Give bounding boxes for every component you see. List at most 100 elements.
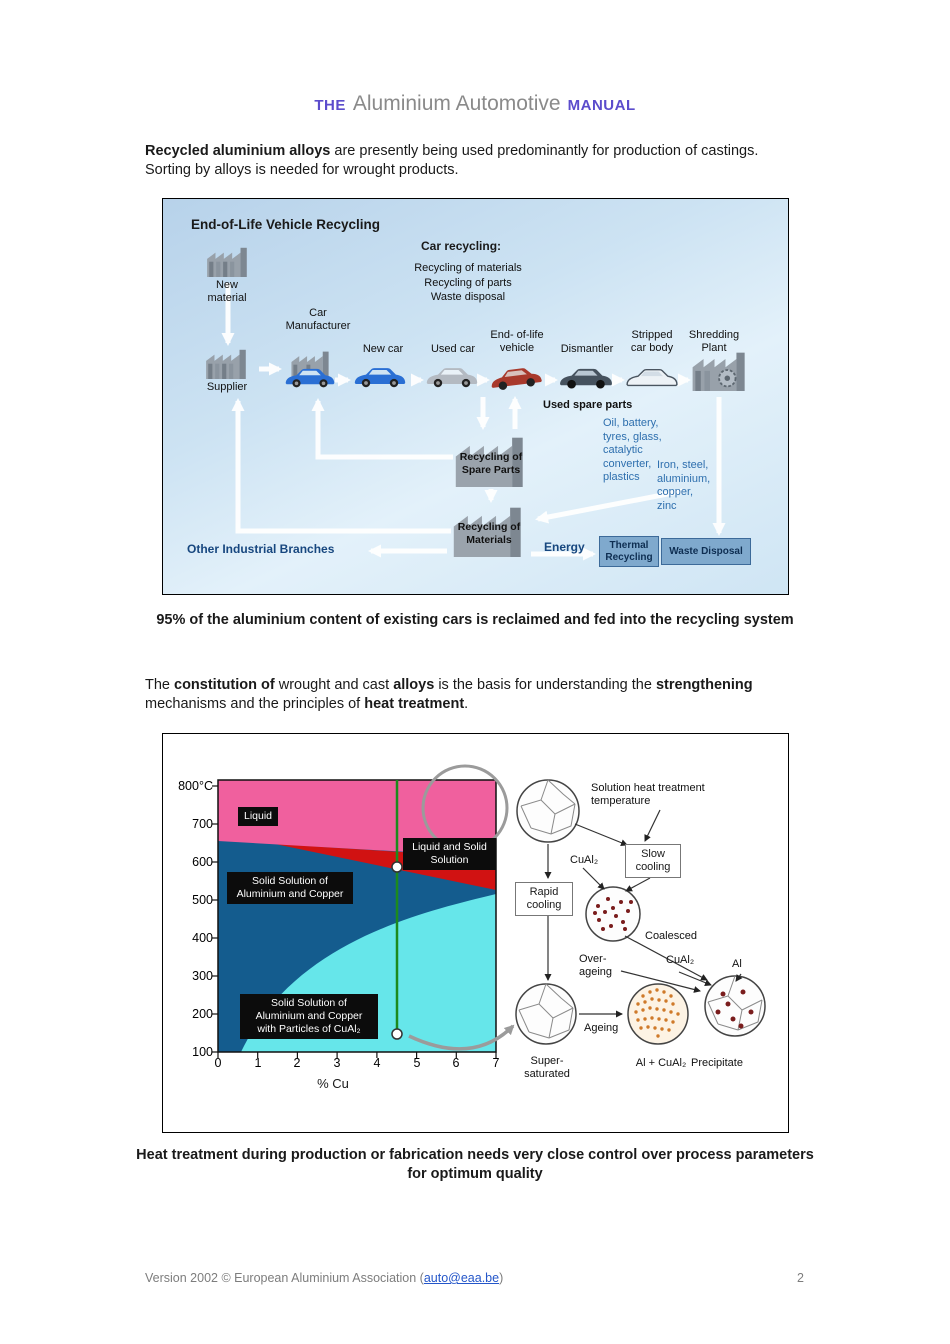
stripped-car-body-label: Stripped car body [630,329,674,355]
new-car-label: New car [362,343,404,355]
x-tick-label: 3 [333,1056,341,1070]
figure-phase-diagram: 800°C 700 600 500 400 300 200 100 0 1 2 … [162,733,789,1133]
manufactured-car-icon [283,365,337,389]
microstructure-coalesced-particles-icon [585,886,641,942]
used-car-icon [424,364,480,389]
figure2-caption: Heat treatment during production or fabr… [136,1147,814,1182]
x-tick-label: 5 [413,1056,421,1070]
dismantler-label: Dismantler [560,343,614,355]
new-material-factory-icon [197,245,259,277]
x-tick-label: 6 [452,1056,460,1070]
shredder-outputs-label: Iron, steel, aluminium, copper, zinc [657,459,711,512]
process-arrows [544,809,743,1018]
paragraph-text: . [464,696,469,713]
microstructure-aged-icon [627,983,689,1045]
low-temp-point-marker [391,1028,403,1040]
cual2-label-upper: CuAl₂ [570,854,599,866]
paragraph-text: is the basis for understanding the [434,677,656,693]
new-material-label: New material [207,279,247,305]
paragraph-bold-text: heat treatment [364,696,465,713]
y-tick-label: 500 [192,893,213,907]
car-recycling-item: Recycling of materials [414,262,522,274]
end-of-life-vehicle-icon [487,362,546,394]
recycling-spare-parts-factory-icon [453,433,529,487]
thermal-recycling-box: Thermal Recycling [599,536,659,567]
microstructure-overaged-icon [704,975,766,1037]
constitution-paragraph: The constitution of wrought and cast all… [145,676,760,714]
dismantler-car-icon [557,365,615,390]
figure1-title: End-of-Life Vehicle Recycling [191,217,381,232]
cual2-label-lower: CuAl₂ [666,954,695,966]
coalesced-label: Coalesced [645,930,697,942]
y-tick-label: 700 [192,817,213,831]
car-recycling-item: Waste disposal [430,291,506,303]
x-axis-label: % Cu [317,1076,349,1091]
gray-curved-arrow [408,1024,515,1051]
car-recycling-heading: Car recycling: [421,239,502,253]
x-tick-label: 0 [214,1056,222,1070]
slow-cooling-box: Slow cooling [625,844,681,878]
title-the: THE [314,97,346,114]
footer-email-link[interactable]: auto@eaa.be [423,1271,500,1285]
y-tick-label: 800°C [178,779,213,793]
solution-heat-treatment-label: Solution heat treatment temperature [591,782,705,808]
supplier-factory-icon [197,347,257,379]
microstructure-solution-treated-icon [516,779,580,843]
y-tick-label: 200 [192,1007,213,1021]
region-label-solid-solution-particles: Solid Solution of Aluminium and Copper w… [240,994,378,1040]
x-tick-label: 1 [254,1056,262,1070]
y-tick-label: 400 [192,931,213,945]
footer-text: ) [499,1271,504,1285]
over-ageing-label: Over- ageing [579,953,613,979]
microstructure-supersaturated-icon [515,983,577,1045]
paragraph-bold-text: constitution of [174,677,275,693]
region-label-liquid: Liquid [238,807,279,827]
region-liquid [218,780,496,857]
rapid-cooling-box: Rapid cooling [515,882,573,916]
super-saturated-label: Super- saturated [524,1055,570,1081]
recycling-spare-parts-label: Recycling of Spare Parts [459,451,523,476]
shredding-plant-label: Shredding Plant [688,329,740,355]
supplier-label: Supplier [206,381,248,393]
al-label: Al [732,958,742,970]
other-industrial-branches-label: Other Industrial Branches [187,542,335,556]
paragraph-bold-text: alloys [393,677,435,693]
title-manual: MANUAL [567,97,636,114]
car-manufacturer-label: Car Manufacturer [285,307,351,333]
waste-disposal-box: Waste Disposal [661,538,751,565]
used-spare-parts-label: Used spare parts [543,399,633,411]
al-cual2-label: Al + CuAl₂ [635,1057,687,1069]
page-number: 2 [797,1271,804,1285]
car-recycling-list: Recycling of materials Recycling of part… [393,261,543,305]
energy-label: Energy [544,540,585,554]
region-label-solid-solution: Solid Solution of Aluminium and Copper [227,872,353,905]
flow-arrows [221,283,726,561]
used-car-label: Used car [430,343,476,355]
paragraph-text: mechanisms and the principles of [145,696,365,713]
solidus-point-marker [391,861,403,873]
x-tick-label: 4 [373,1056,381,1070]
paragraph-text: wrought and cast [274,677,394,693]
precipitate-label: Precipitate [691,1057,743,1069]
paragraph-bold-text: Recycled aluminium alloys [145,143,331,159]
ageing-label: Ageing [584,1022,619,1034]
figure1-caption: 95% of the aluminium content of existing… [156,612,794,628]
stripped-car-body-icon [624,366,680,390]
footer: Version 2002 © European Aluminium Associ… [145,1271,503,1285]
paragraph-text: The [145,677,175,693]
intro-paragraph: Recycled aluminium alloys are presently … [145,142,760,180]
x-tick-label: 2 [293,1056,301,1070]
new-car-icon [352,364,408,389]
y-tick-label: 100 [192,1045,213,1059]
shredding-plant-icon [689,349,751,391]
x-tick-label: 7 [492,1056,500,1070]
paragraph-text: are presently being used predominantly f… [145,143,759,179]
car-recycling-item: Recycling of parts [424,276,512,289]
end-of-life-vehicle-label: End- of-life vehicle [490,329,544,355]
y-tick-label: 600 [192,855,213,869]
region-label-liquid-solid: Liquid and Solid Solution [403,838,496,871]
y-tick-label: 300 [192,969,213,983]
footer-text: Version 2002 © European Aluminium Associ… [145,1271,424,1285]
